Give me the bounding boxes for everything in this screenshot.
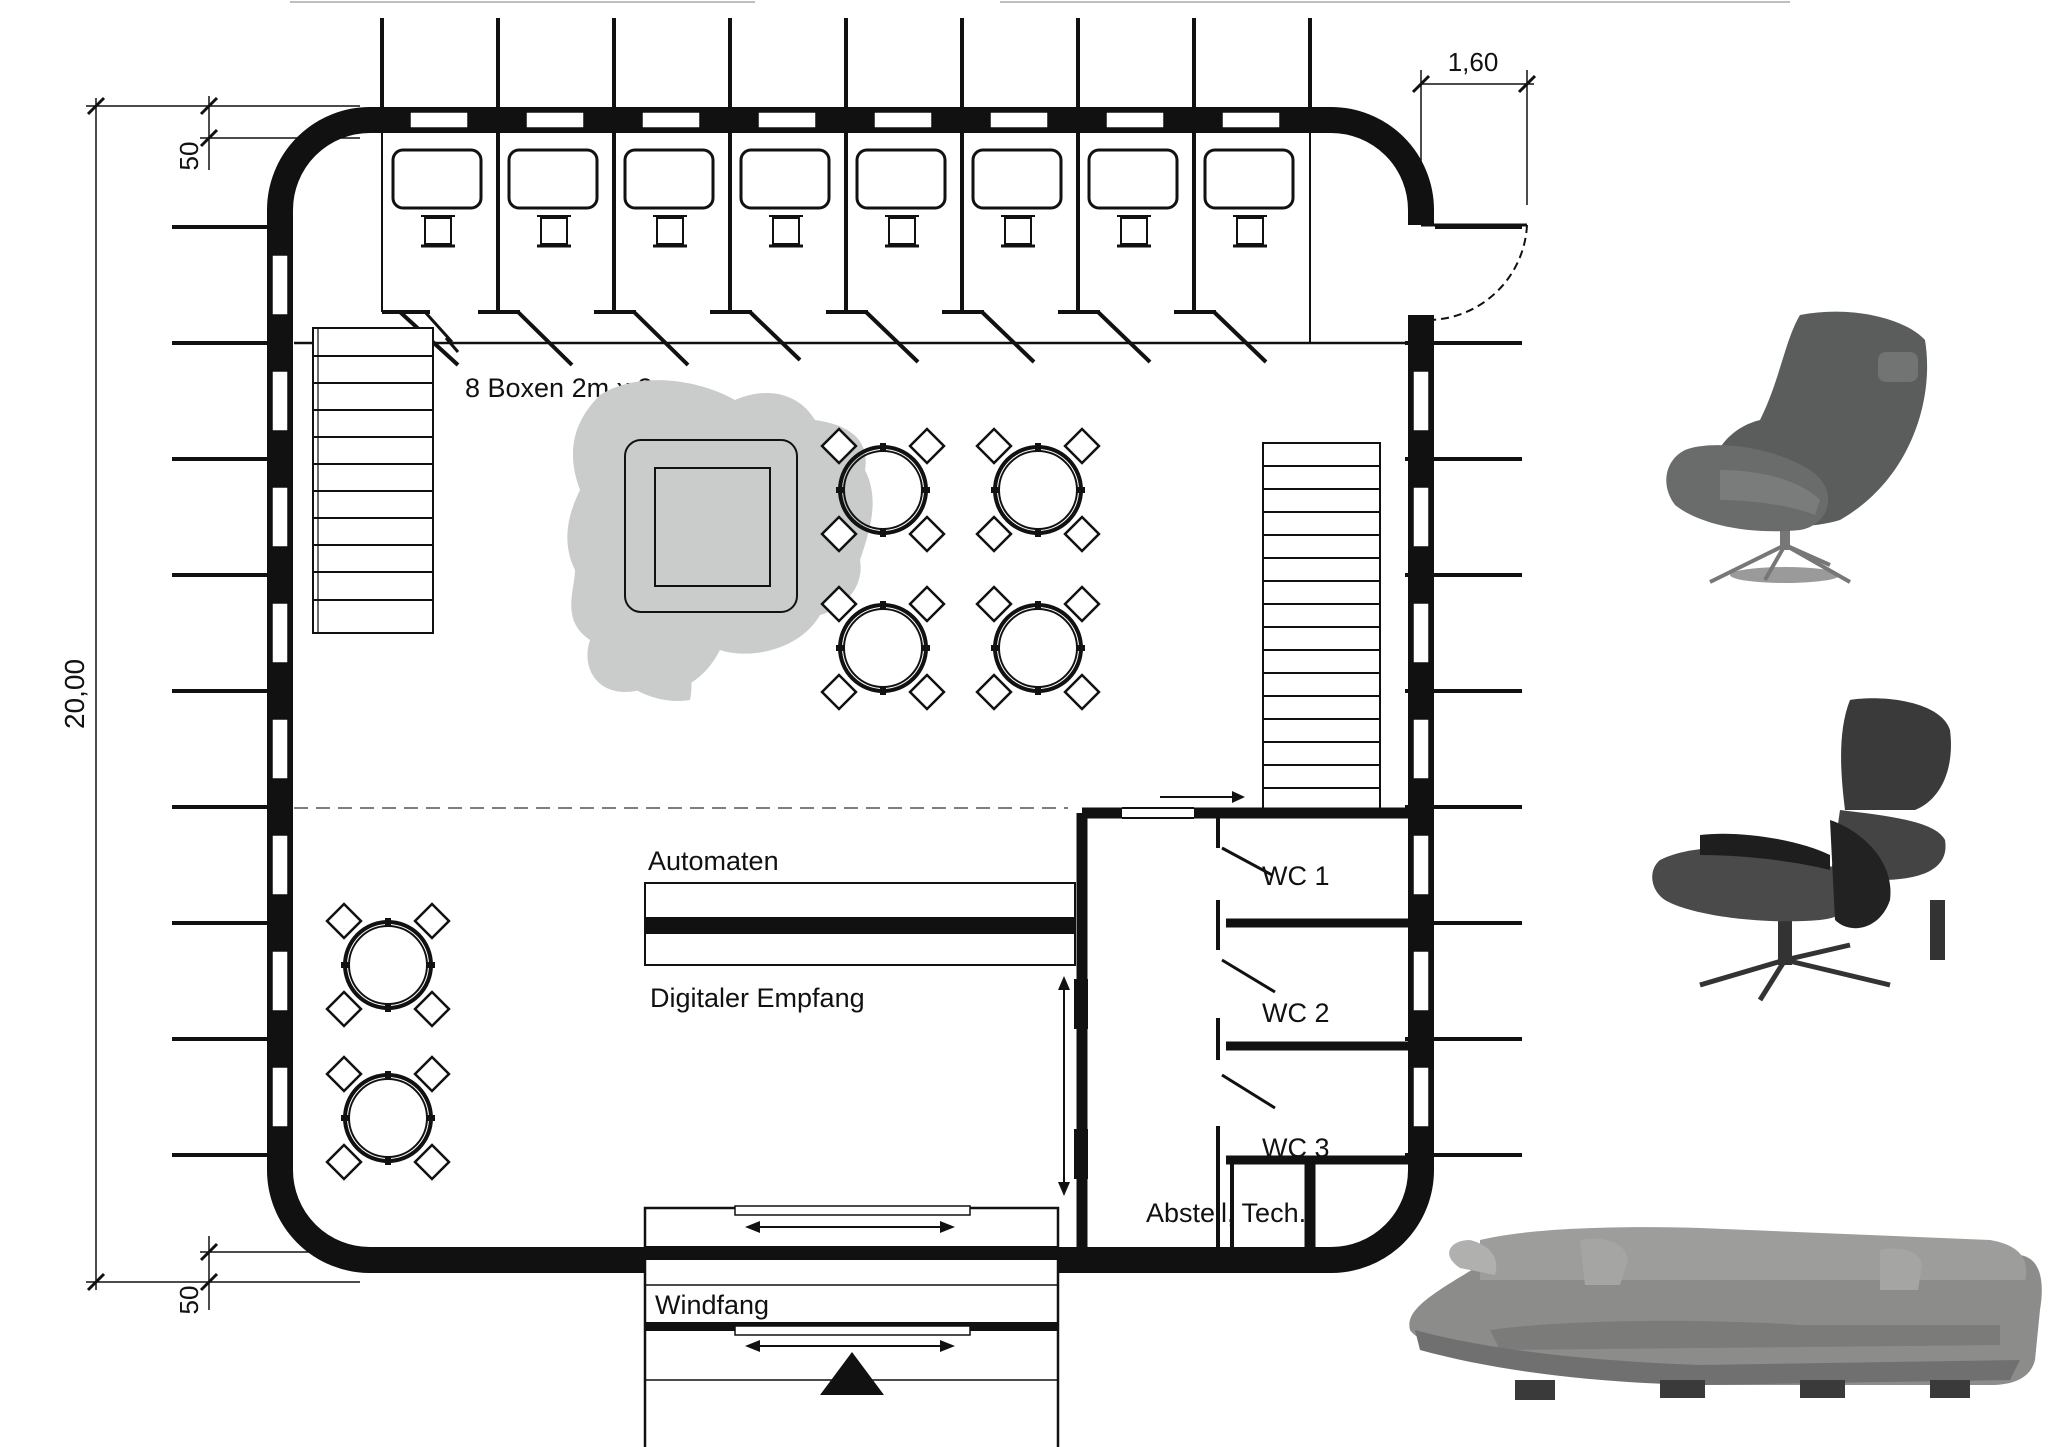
- table-group-5: [325, 902, 451, 1028]
- dim-label-top-wall: 50: [174, 142, 204, 171]
- dimension-bottom-wall: [199, 1236, 360, 1310]
- table-group-1: [820, 427, 946, 553]
- work-boxes: [294, 128, 1405, 367]
- wingback-chair-icon: [1666, 311, 1928, 584]
- table-group-2: [975, 427, 1101, 553]
- sectional-sofa-icon: [1409, 1227, 2042, 1400]
- windows-left: [271, 254, 289, 1128]
- label-vestibule: Windfang: [655, 1290, 769, 1320]
- windows-top: [409, 111, 1281, 129]
- dimension-top-width: [1411, 70, 1537, 205]
- label-wc2: WC 2: [1262, 998, 1330, 1028]
- table-group-6: [325, 1055, 451, 1181]
- service-core-walls: [1076, 807, 1408, 1250]
- dimension-top-wall: [199, 96, 360, 170]
- grid-stubs-left: [172, 225, 280, 1157]
- table-group-4: [975, 585, 1101, 711]
- label-storage: Abstell, Tech.: [1146, 1198, 1306, 1228]
- sliding-door-corridor: [1063, 979, 1088, 1188]
- dim-label-overall-height: 20,00: [59, 659, 90, 729]
- staircase-right: [1262, 442, 1381, 814]
- grid-stubs-top: [380, 18, 1312, 110]
- vestibule: [643, 1205, 1060, 1447]
- tree-planter: [567, 380, 873, 701]
- dim-label-top-width: 1,60: [1448, 47, 1499, 77]
- dim-label-bottom-wall: 50: [174, 1286, 204, 1315]
- dimension-overall-height: [86, 96, 360, 1292]
- label-reception: Digitaler Empfang: [650, 983, 865, 1013]
- windows-right: [1412, 254, 1430, 1128]
- staircase-left: [312, 327, 434, 634]
- table-group-3: [820, 585, 946, 711]
- lounge-chair-icon: [1652, 698, 1951, 1002]
- vending-counter: [644, 882, 1076, 966]
- label-wc1: WC 1: [1262, 861, 1330, 891]
- entrance-arrow: [820, 1352, 884, 1395]
- label-vending: Automaten: [648, 846, 779, 876]
- label-wc3: WC 3: [1262, 1133, 1330, 1163]
